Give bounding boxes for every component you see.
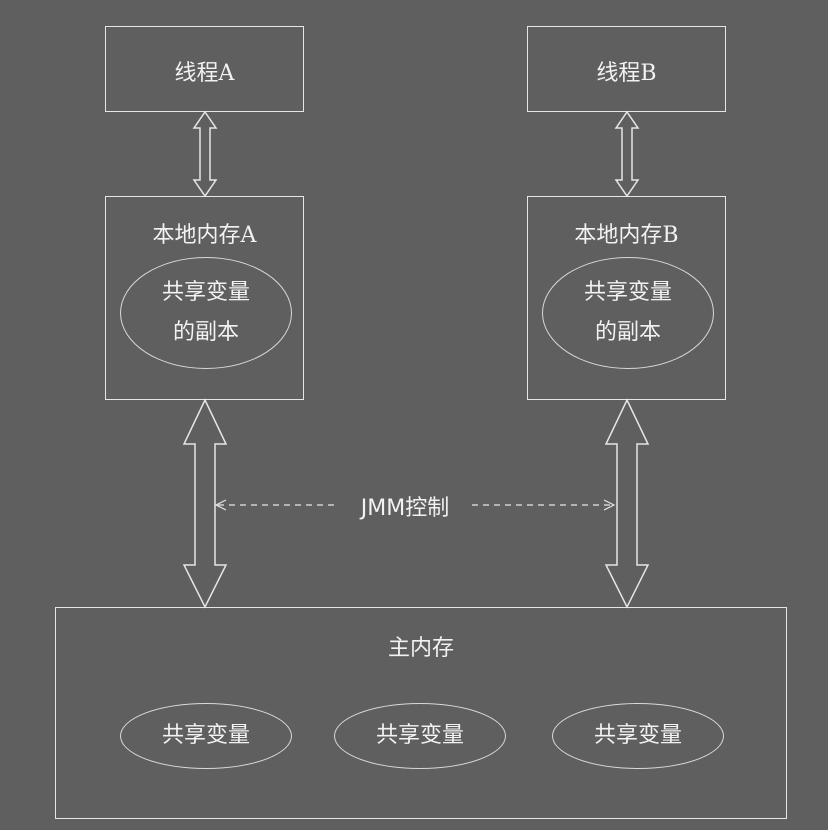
- local-memory-b-box: 本地内存B 共享变量 的副本: [527, 196, 726, 400]
- arrow-thread-a-local-a: [192, 110, 218, 198]
- local-memory-b-copy-line2: 的副本: [594, 320, 661, 345]
- thread-b-box: 线程B: [527, 26, 726, 112]
- shared-var-1-label: 共享变量: [161, 723, 250, 748]
- main-memory-shared-var-1: 共享变量: [120, 703, 292, 769]
- main-memory-shared-var-3: 共享变量: [552, 703, 724, 769]
- shared-var-3-label: 共享变量: [593, 723, 682, 748]
- local-memory-a-label: 本地内存A: [152, 223, 257, 248]
- local-memory-b-label: 本地内存B: [574, 223, 679, 248]
- local-memory-a-copy: 共享变量 的副本: [120, 257, 292, 369]
- local-memory-a-box: 本地内存A 共享变量 的副本: [105, 196, 304, 400]
- local-memory-b-copy-line1: 共享变量: [583, 280, 672, 305]
- shared-var-2-label: 共享变量: [375, 723, 464, 748]
- local-memory-a-copy-line2: 的副本: [172, 320, 239, 345]
- local-memory-a-copy-line1: 共享变量: [161, 280, 250, 305]
- main-memory-box: 主内存 共享变量 共享变量 共享变量: [55, 607, 787, 819]
- thread-a-box: 线程A: [105, 26, 304, 112]
- jmm-control-label: JMM控制: [360, 496, 450, 521]
- local-memory-b-copy: 共享变量 的副本: [542, 257, 714, 369]
- thread-a-label: 线程A: [174, 61, 235, 86]
- main-memory-label: 主内存: [387, 636, 454, 661]
- main-memory-shared-var-2: 共享变量: [334, 703, 506, 769]
- thread-b-label: 线程B: [596, 61, 657, 86]
- arrow-thread-b-local-b: [614, 110, 640, 198]
- jmm-control-line: [214, 499, 616, 511]
